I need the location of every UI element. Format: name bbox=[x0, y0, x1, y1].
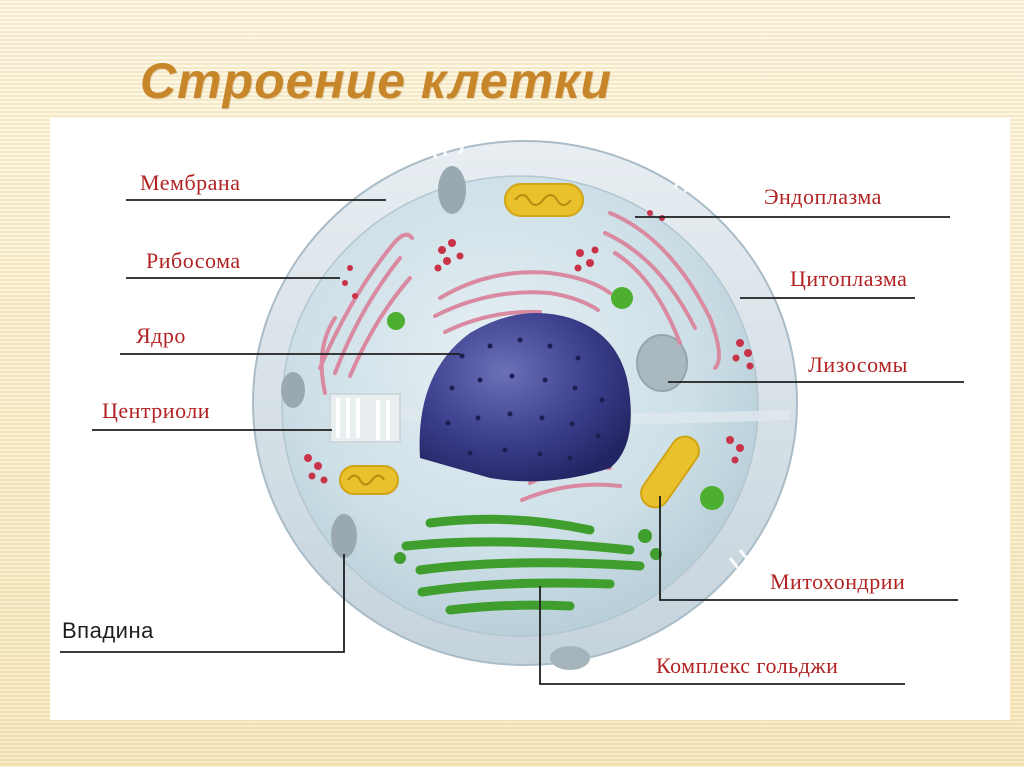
diagram-panel: Мембрана Рибосома Ядро Центриоли Впадина… bbox=[50, 118, 1010, 720]
label-depression: Впадина bbox=[62, 618, 154, 643]
ribosomes bbox=[304, 210, 754, 484]
vesicle bbox=[700, 486, 724, 510]
label-lysosomes: Лизосомы bbox=[808, 352, 908, 377]
vesicle bbox=[387, 312, 405, 330]
label-cytoplasm: Цитоплазма bbox=[790, 266, 908, 291]
label-membrane: Мембрана bbox=[140, 170, 241, 195]
nucleus-pores bbox=[445, 337, 605, 461]
nucleus bbox=[419, 313, 631, 482]
label-endoplasm: Эндоплазма bbox=[764, 184, 882, 209]
cell-diagram bbox=[60, 140, 964, 685]
vesicle bbox=[611, 287, 633, 309]
golgi-apparatus bbox=[401, 514, 645, 615]
label-centrioles: Центриоли bbox=[102, 398, 211, 423]
membrane-pit bbox=[281, 372, 305, 408]
centriole bbox=[329, 393, 401, 443]
label-golgi: Комплекс гольджи bbox=[656, 653, 839, 678]
leader-mitochondria bbox=[659, 496, 958, 601]
membrane-pit bbox=[438, 166, 466, 214]
membrane-pit bbox=[550, 646, 590, 670]
membrane-pit bbox=[331, 514, 357, 558]
leader-depression bbox=[60, 554, 345, 653]
page-title: Строение клетки bbox=[140, 53, 613, 109]
leader-golgi bbox=[539, 586, 905, 685]
lysosome bbox=[636, 334, 688, 392]
leader-lines bbox=[60, 199, 964, 685]
label-ribosome: Рибосома bbox=[146, 248, 241, 273]
label-nucleus: Ядро bbox=[136, 323, 186, 348]
label-mitochondria: Митохондрии bbox=[770, 569, 906, 594]
mitochondria bbox=[339, 183, 700, 509]
